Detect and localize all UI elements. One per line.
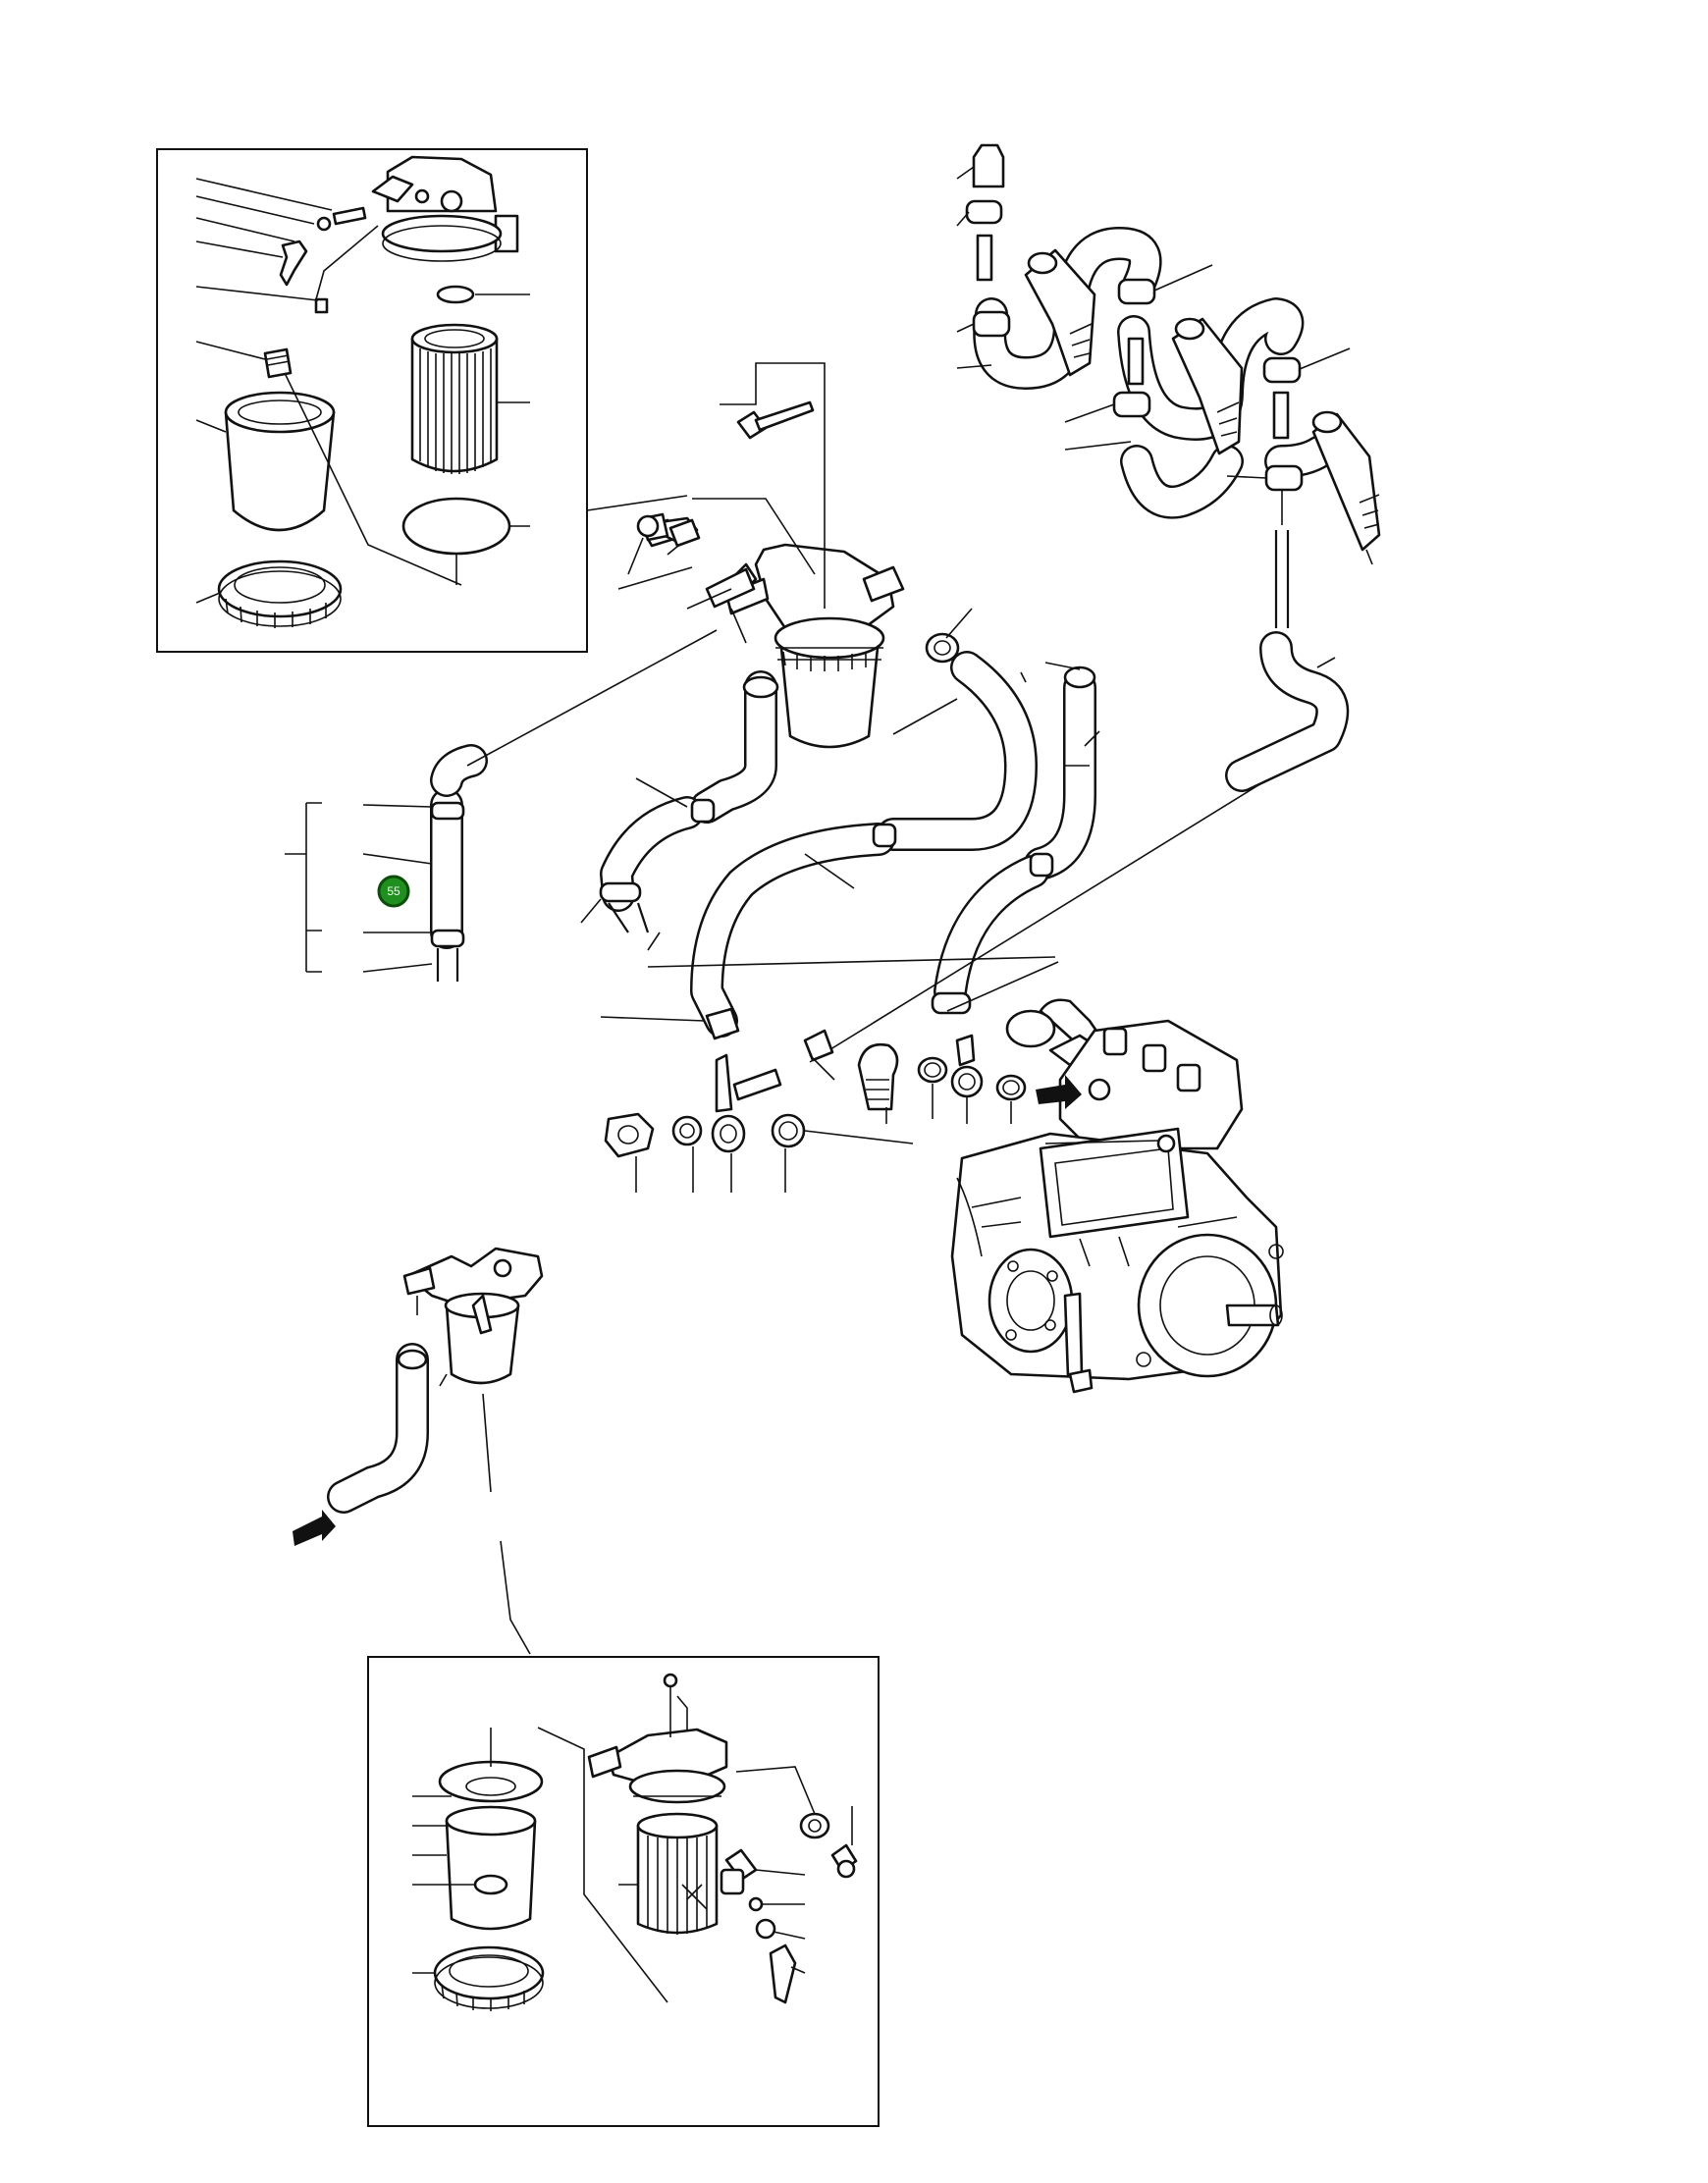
- main-filter-bowl: [778, 636, 881, 749]
- banjo-bolt: [857, 1042, 899, 1111]
- sealing-washer-4: [771, 1113, 806, 1148]
- upper-inset-filter-bowl: [224, 391, 336, 532]
- alternate-filter-assembly: [293, 1247, 544, 1655]
- pump-drive-flange: [987, 1248, 1074, 1354]
- leakoff-clip-4: [1262, 356, 1302, 384]
- leakoff-clip-6: [1264, 464, 1304, 492]
- upper-inset-leader-lines: [195, 178, 688, 604]
- leakoff-clip-5: [1112, 391, 1151, 418]
- callout-marker-badge[interactable]: 55: [377, 875, 410, 908]
- upper-inset-retaining-ring: [217, 559, 343, 628]
- upper-filter-inset: [156, 148, 688, 653]
- lower-filter-inset: [367, 1656, 880, 2127]
- injector-1: [1024, 248, 1096, 377]
- leakoff-connector-2: [1272, 391, 1290, 440]
- pump-inlet-fittings: [600, 956, 1056, 1193]
- leakoff-clip-2: [972, 310, 1011, 338]
- upper-inset-filter-element: [410, 323, 499, 474]
- lower-inset-frame: [367, 1656, 880, 2127]
- hose-clamp-top-right: [925, 632, 960, 664]
- injector-leakoff-assembly: [956, 143, 1381, 628]
- banjo-union-1: [950, 1065, 984, 1098]
- pump-cap: [1005, 1009, 1056, 1048]
- alt-filter-bowl: [445, 1304, 520, 1385]
- injector-2: [1171, 317, 1244, 455]
- upper-inset-frame: [156, 148, 588, 653]
- upper-inset-small-o-ring: [436, 285, 475, 304]
- leakoff-connector-1: [976, 234, 993, 282]
- upper-inset-filter-head: [332, 155, 519, 262]
- sealing-washer-1: [917, 1056, 948, 1084]
- leakoff-cap: [972, 143, 1005, 188]
- main-fuel-filter-assembly: [617, 362, 973, 749]
- fuel-hoses: [285, 629, 1350, 1063]
- banjo-union-2: [711, 1114, 746, 1153]
- injector-3: [1311, 410, 1381, 565]
- lower-inset-filter-head: [607, 1728, 728, 1784]
- upper-inset-small-parts: [263, 216, 332, 379]
- union-nut: [604, 1112, 655, 1158]
- leakoff-clip-1: [965, 199, 1003, 225]
- leakoff-clip-3: [1117, 278, 1156, 305]
- sealing-washer-3: [671, 1115, 703, 1146]
- upper-inset-large-o-ring: [401, 497, 511, 556]
- callout-marker-label: 55: [387, 884, 400, 898]
- leakoff-connector-3: [1127, 337, 1145, 386]
- fuel-injection-pump: [950, 998, 1284, 1394]
- fuel-inlet-arrow: [293, 1510, 336, 1546]
- fitting-clamp: [705, 1007, 740, 1040]
- sealing-washer-2: [995, 1074, 1027, 1101]
- pump-inlet-arrow: [1036, 1075, 1082, 1109]
- pump-body-upper: [1058, 1019, 1244, 1150]
